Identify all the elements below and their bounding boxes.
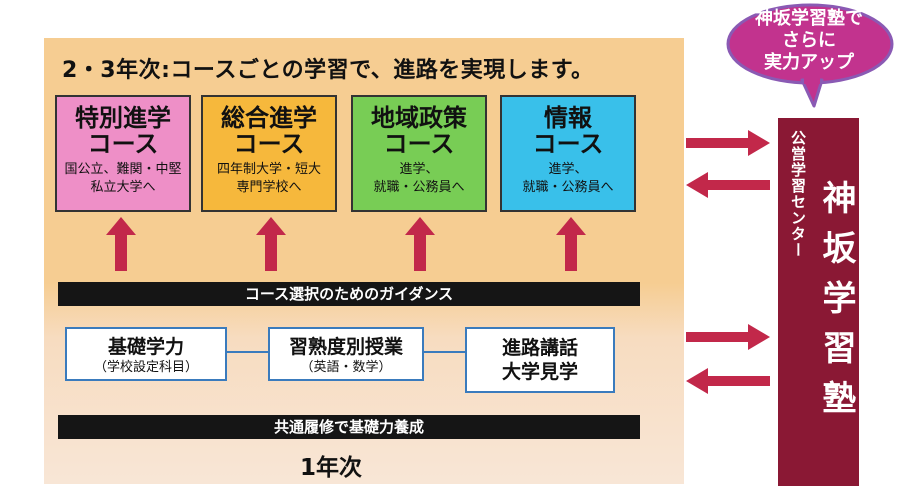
box-title: 基礎学力 [107,336,184,358]
basic-skills-box: 基礎学力 （学校設定科目） [65,327,227,381]
connector-line [424,351,465,353]
course-label: コース [532,130,604,158]
speech-bubble-icon [726,3,894,108]
school-subtitle: 公営学習センター [789,130,807,258]
left-arrow-icon [686,368,770,394]
course-desc: 国公立、難関・中堅 私立大学へ [64,162,182,195]
year-label: 1年次 [300,455,363,481]
up-arrow-icon [256,217,286,271]
up-arrow-icon [106,217,136,271]
proficiency-class-box: 習熟度別授業 （英語・数学） [268,327,424,381]
course-name: 地域政策 [371,104,467,132]
box-subtitle: （英語・数学） [300,360,392,375]
panel-heading: 2・3年次:コースごとの学習で、進路を実現します。 [62,58,594,83]
guidance-bar: コース選択のためのガイダンス [58,282,640,306]
box-subtitle: （学校設定科目） [93,360,198,375]
left-arrow-icon [686,172,770,198]
school-banner [778,118,859,486]
career-talk-box: 進路講話 大学見学 [465,327,615,393]
course-box-special: 特別進学 コース 国公立、難関・中堅 私立大学へ [55,95,191,212]
course-name: 総合進学 [221,104,317,132]
course-desc: 四年制大学・短大 専門学校へ [216,162,321,195]
course-box-info: 情報 コース 進学、 就職・公務員へ [500,95,636,212]
course-name: 特別進学 [75,104,171,132]
right-arrow-icon [686,130,770,156]
course-label: コース [233,130,305,158]
up-arrow-icon [556,217,586,271]
connector-line [227,351,268,353]
school-name: 神坂学習塾 [816,180,856,430]
foundation-bar: 共通履修で基礎力養成 [58,415,640,439]
course-box-general: 総合進学 コース 四年制大学・短大 専門学校へ [201,95,337,212]
box-title-2: 大学見学 [501,361,578,383]
right-arrow-icon [686,324,770,350]
bubble-text: 神坂学習塾で さらに 実力アップ [755,8,863,73]
box-title: 進路講話 [501,337,578,359]
course-box-regional: 地域政策 コース 進学、 就職・公務員へ [351,95,487,212]
course-desc: 進学、 就職・公務員へ [373,162,465,195]
course-name: 情報 [544,104,592,132]
up-arrow-icon [405,217,435,271]
course-desc: 進学、 就職・公務員へ [522,162,614,195]
box-title: 習熟度別授業 [288,336,403,358]
course-label: コース [383,130,455,158]
course-label: コース [87,130,159,158]
